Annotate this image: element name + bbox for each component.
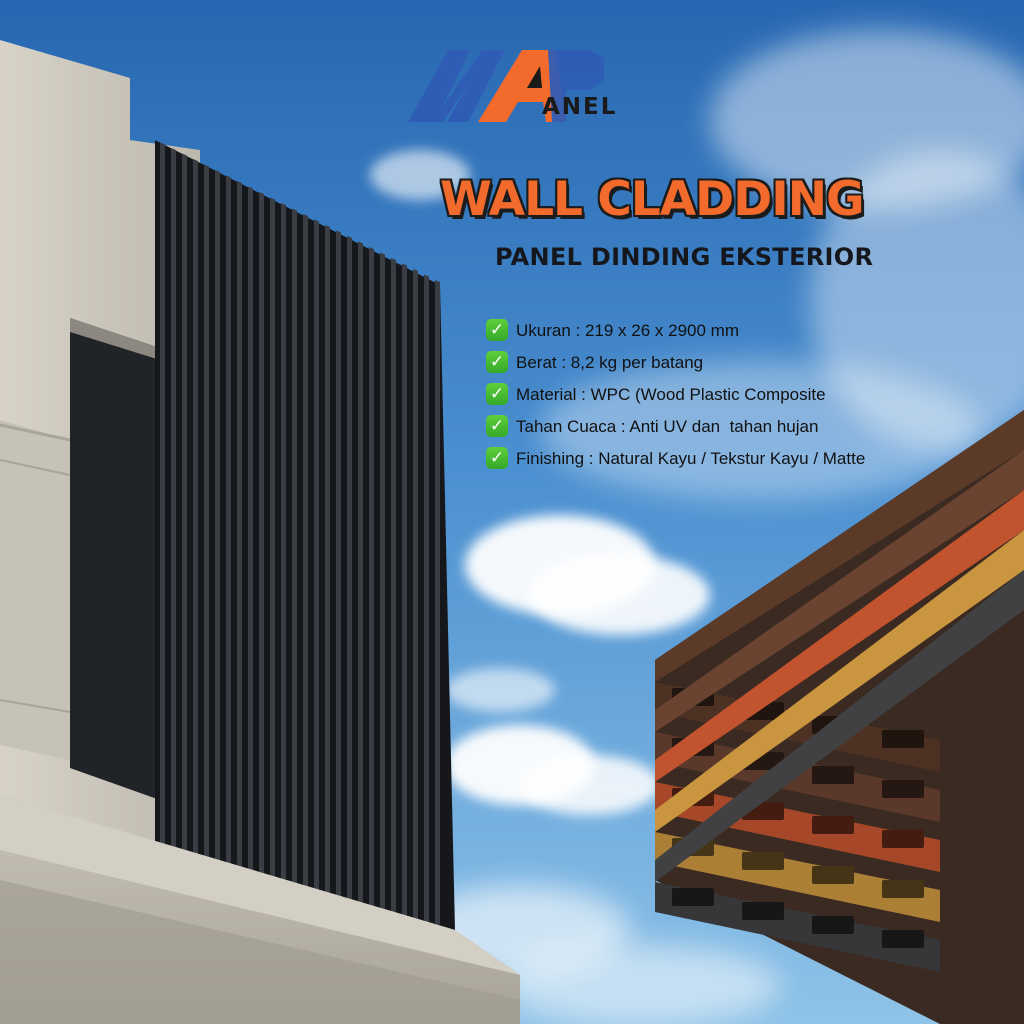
panel-layer	[655, 410, 1024, 682]
spec-text: Tahan Cuaca : Anti UV dan tahan hujan	[516, 416, 819, 436]
slat	[248, 186, 253, 882]
slat	[204, 164, 209, 872]
spec-text: Material : WPC (Wood Plastic Composite	[516, 384, 826, 404]
panel-layer	[655, 570, 1024, 882]
panel-groove	[882, 930, 924, 948]
panel-layer	[655, 530, 1024, 832]
panel-layer	[655, 450, 1024, 732]
building-window	[70, 318, 160, 800]
slat	[314, 219, 319, 897]
slat	[325, 225, 330, 900]
slat	[413, 269, 418, 920]
brand-logo	[408, 50, 604, 122]
slat	[281, 203, 286, 889]
slat	[358, 241, 363, 907]
logo-m-mark	[408, 50, 505, 122]
slat	[193, 159, 198, 869]
check-mark-icon: ✓	[486, 447, 508, 469]
check-mark-icon: ✓	[486, 383, 508, 405]
panel-groove	[742, 902, 784, 920]
slat	[270, 197, 275, 887]
slat	[336, 230, 341, 902]
panel-layer-front	[655, 832, 940, 922]
panel-groove	[812, 766, 854, 784]
slat-group	[160, 142, 440, 925]
spec-item-size: ✓ Ukuran : 219 x 26 x 2900 mm	[486, 314, 865, 346]
panel-groove	[812, 816, 854, 834]
check-mark-icon: ✓	[486, 415, 508, 437]
slat	[226, 175, 231, 877]
spec-item-finishing: ✓ Finishing : Natural Kayu / Tekstur Kay…	[486, 442, 865, 474]
spec-text: Ukuran : 219 x 26 x 2900 mm	[516, 320, 740, 340]
slat	[369, 247, 374, 910]
panel-groove	[882, 730, 924, 748]
slat	[303, 214, 308, 895]
panel-groove	[812, 916, 854, 934]
panel-groove	[672, 888, 714, 906]
panel-groove	[882, 880, 924, 898]
headline: WALL CLADDING	[440, 172, 865, 227]
slat	[424, 274, 429, 922]
building	[0, 40, 520, 1024]
slat	[171, 148, 176, 864]
slat	[391, 258, 396, 915]
brand-wordmark: ANEL	[542, 94, 618, 120]
slat	[259, 192, 264, 884]
spec-list: ✓ Ukuran : 219 x 26 x 2900 mm ✓ Berat : …	[486, 314, 865, 474]
logo-a-mark	[478, 50, 566, 122]
spec-text: Berat : 8,2 kg per batang	[516, 352, 704, 372]
slat	[215, 170, 220, 874]
clouds	[370, 30, 1024, 1024]
panel-layer	[655, 490, 1024, 782]
spec-item-weather: ✓ Tahan Cuaca : Anti UV dan tahan hujan	[486, 410, 865, 442]
slat	[237, 181, 242, 879]
slat	[435, 280, 440, 925]
slat	[380, 252, 385, 912]
spec-item-material: ✓ Material : WPC (Wood Plastic Composite	[486, 378, 865, 410]
check-mark-icon: ✓	[486, 319, 508, 341]
spec-item-weight: ✓ Berat : 8,2 kg per batang	[486, 346, 865, 378]
panel-layer-front	[655, 882, 940, 972]
slat	[160, 142, 165, 862]
check-mark-icon: ✓	[486, 351, 508, 373]
panel-groove	[812, 866, 854, 884]
slat	[292, 208, 297, 892]
panel-groove	[882, 780, 924, 798]
panel-layer-front	[655, 732, 940, 822]
slat	[347, 236, 352, 905]
slat	[402, 263, 407, 917]
slat	[182, 153, 187, 867]
panel-groove	[742, 852, 784, 870]
subheadline: PANEL DINDING EKSTERIOR	[495, 243, 874, 271]
wpc-panel-stack	[655, 410, 1024, 1024]
logo-p-mark	[548, 50, 604, 122]
panel-groove	[882, 830, 924, 848]
spec-text: Finishing : Natural Kayu / Tekstur Kayu …	[516, 448, 866, 468]
